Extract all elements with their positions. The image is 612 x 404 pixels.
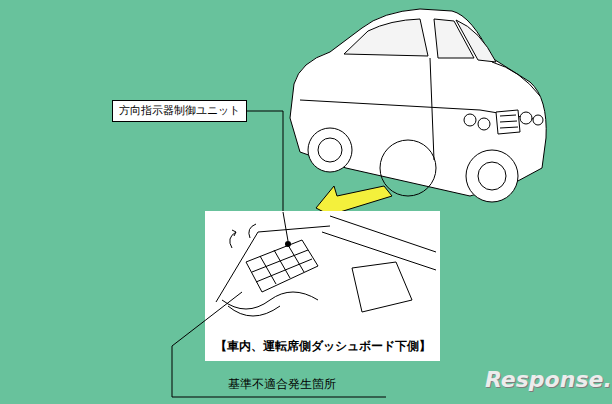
front-hub — [478, 162, 506, 190]
hood-line — [492, 62, 540, 96]
inset-caption: 【車内、運転席側ダッシュボード下側】 — [215, 339, 431, 353]
headlight — [478, 118, 490, 130]
windshield — [456, 20, 496, 62]
rear-hub — [318, 138, 342, 162]
front-wheel — [466, 150, 518, 202]
leader-dot — [285, 241, 291, 247]
rotation-arrow — [249, 224, 256, 238]
control-unit — [246, 240, 318, 292]
unit-hatching — [252, 245, 312, 284]
focus-circle — [380, 140, 436, 196]
headlight — [464, 114, 476, 126]
rotation-arrow — [230, 232, 236, 248]
rear-window — [344, 19, 428, 56]
door-line — [430, 58, 434, 160]
watermark: Response. — [485, 367, 612, 392]
callout-box: 方向指示器制御ユニット — [112, 100, 247, 122]
location-label: 基準不適合発生箇所 — [228, 376, 336, 393]
dashboard-drawing — [216, 216, 436, 316]
headlight — [520, 112, 532, 124]
leader-line — [172, 292, 386, 397]
wiring — [228, 306, 280, 316]
wiring — [222, 292, 318, 309]
panel-line — [322, 232, 436, 270]
part-name: 方向指示器制御ユニット — [119, 104, 240, 117]
rotation-arrow-head — [232, 230, 236, 236]
car-drawing — [290, 9, 546, 202]
panel-line — [330, 216, 436, 252]
grille-bars — [500, 115, 518, 128]
inset-panel: 【車内、運転席側ダッシュボード下側】 — [205, 211, 440, 361]
leader-line — [247, 111, 283, 211]
headlight — [533, 115, 543, 125]
dashboard-edge — [216, 226, 330, 302]
leader-line — [283, 212, 288, 241]
under-panel — [352, 262, 412, 312]
rear-wheel — [308, 128, 352, 172]
grille — [496, 110, 520, 134]
